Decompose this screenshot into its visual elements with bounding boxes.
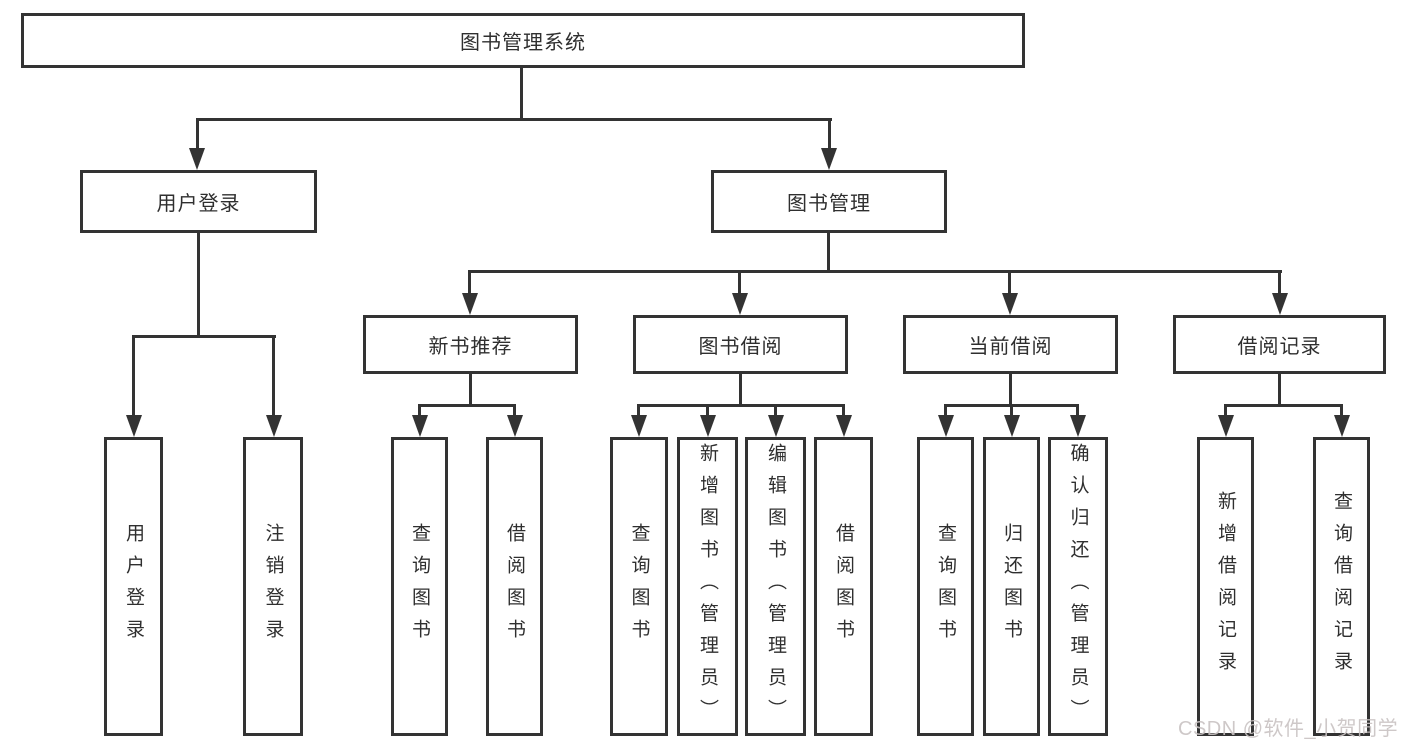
connector-line <box>1009 374 1012 407</box>
connector-line <box>513 404 516 417</box>
connector-line <box>132 335 135 417</box>
leaf-logout-label: 注销登录 <box>262 522 284 651</box>
connector-line <box>944 404 947 417</box>
node-library-system-label: 图书管理系统 <box>460 32 586 54</box>
leaf-add-borrow-record: 新增借阅记录 <box>1197 437 1254 736</box>
arrow-down-icon <box>412 415 428 437</box>
leaf-return-books: 归还图书 <box>983 437 1040 736</box>
leaf-add-books-admin-label: 新增图书（管理员） <box>697 442 718 731</box>
node-user-login: 用户登录 <box>80 170 317 233</box>
connector-line <box>637 404 640 417</box>
node-new-book-recommend: 新书推荐 <box>363 315 578 374</box>
leaf-query-books-recommend: 查询图书 <box>391 437 448 736</box>
node-book-borrowing: 图书借阅 <box>633 315 848 374</box>
arrow-down-icon <box>1272 293 1288 315</box>
connector-line <box>1278 270 1281 295</box>
leaf-logout: 注销登录 <box>243 437 303 736</box>
arrow-down-icon <box>462 293 478 315</box>
node-user-login-label: 用户登录 <box>156 193 241 215</box>
arrow-down-icon <box>1004 415 1020 437</box>
connector-line <box>132 335 276 338</box>
node-library-system: 图书管理系统 <box>21 13 1025 68</box>
connector-line <box>774 404 777 417</box>
connector-line <box>272 335 275 417</box>
connector-line <box>196 118 199 150</box>
connector-line <box>1076 404 1079 417</box>
leaf-query-books-current: 查询图书 <box>917 437 974 736</box>
connector-line <box>1340 404 1343 417</box>
arrow-down-icon <box>821 148 837 170</box>
node-book-management: 图书管理 <box>711 170 947 233</box>
node-current-borrowing-label: 当前借阅 <box>968 336 1053 358</box>
connector-line <box>197 233 200 336</box>
connector-line <box>468 270 1282 273</box>
leaf-query-books-borrowing: 查询图书 <box>610 437 668 736</box>
leaf-query-borrow-record: 查询借阅记录 <box>1313 437 1370 736</box>
leaf-borrow-books-label: 借阅图书 <box>833 522 854 651</box>
connector-line <box>468 270 471 295</box>
connector-line <box>637 404 845 407</box>
connector-line <box>842 404 845 417</box>
connector-line <box>739 374 742 407</box>
arrow-down-icon <box>836 415 852 437</box>
leaf-edit-books-admin-label: 编辑图书（管理员） <box>765 442 786 731</box>
leaf-query-books-recommend-label: 查询图书 <box>409 522 430 651</box>
arrow-down-icon <box>1218 415 1234 437</box>
connector-line <box>418 404 421 417</box>
connector-line <box>738 270 741 295</box>
leaf-add-borrow-record-label: 新增借阅记录 <box>1215 490 1236 683</box>
node-borrow-records-label: 借阅记录 <box>1237 336 1322 358</box>
leaf-edit-books-admin: 编辑图书（管理员） <box>745 437 806 736</box>
leaf-borrow-books-recommend: 借阅图书 <box>486 437 543 736</box>
arrow-down-icon <box>768 415 784 437</box>
leaf-confirm-return-admin-label: 确认归还（管理员） <box>1067 442 1089 731</box>
leaf-confirm-return-admin: 确认归还（管理员） <box>1048 437 1108 736</box>
arrow-down-icon <box>1002 293 1018 315</box>
leaf-query-books-current-label: 查询图书 <box>935 522 956 651</box>
leaf-borrow-books: 借阅图书 <box>814 437 873 736</box>
connector-line <box>827 233 830 273</box>
arrow-down-icon <box>507 415 523 437</box>
connector-line <box>1278 374 1281 407</box>
leaf-user-login: 用户登录 <box>104 437 163 736</box>
arrow-down-icon <box>938 415 954 437</box>
leaf-return-books-label: 归还图书 <box>1001 522 1022 651</box>
connector-line <box>196 118 832 121</box>
node-new-book-recommend-label: 新书推荐 <box>428 336 513 358</box>
leaf-query-books-borrowing-label: 查询图书 <box>628 522 650 651</box>
connector-line <box>1224 404 1343 407</box>
arrow-down-icon <box>631 415 647 437</box>
arrow-down-icon <box>732 293 748 315</box>
connector-line <box>706 404 709 417</box>
arrow-down-icon <box>700 415 716 437</box>
connector-line <box>828 118 831 150</box>
connector-line <box>520 68 523 118</box>
connector-line <box>1224 404 1227 417</box>
arrow-down-icon <box>266 415 282 437</box>
node-book-borrowing-label: 图书借阅 <box>698 336 783 358</box>
connector-line <box>418 404 516 407</box>
arrow-down-icon <box>189 148 205 170</box>
arrow-down-icon <box>1334 415 1350 437</box>
connector-line <box>469 374 472 407</box>
connector-line <box>1010 404 1013 417</box>
node-current-borrowing: 当前借阅 <box>903 315 1118 374</box>
leaf-user-login-label: 用户登录 <box>123 522 144 651</box>
leaf-borrow-books-recommend-label: 借阅图书 <box>504 522 525 651</box>
csdn-watermark: CSDN @软件_小贺同学 <box>1178 718 1399 740</box>
node-book-management-label: 图书管理 <box>787 193 871 215</box>
leaf-add-books-admin: 新增图书（管理员） <box>677 437 738 736</box>
leaf-query-borrow-record-label: 查询借阅记录 <box>1331 490 1352 683</box>
arrow-down-icon <box>126 415 142 437</box>
arrow-down-icon <box>1070 415 1086 437</box>
connector-line <box>1008 270 1011 295</box>
node-borrow-records: 借阅记录 <box>1173 315 1386 374</box>
